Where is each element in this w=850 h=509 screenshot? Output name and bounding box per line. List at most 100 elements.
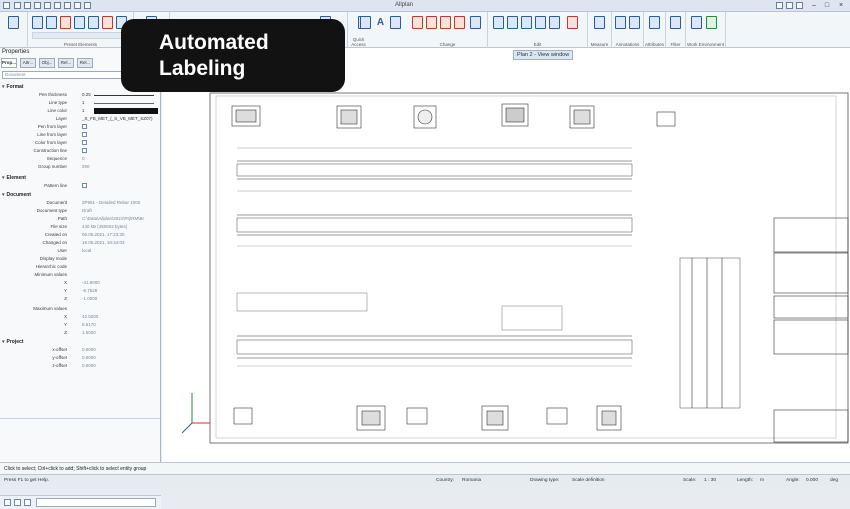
settings-icon[interactable] <box>786 2 793 9</box>
label-icon[interactable] <box>615 16 626 29</box>
print-icon[interactable] <box>44 2 51 9</box>
property-row[interactable]: Y-6.7628 <box>0 287 160 295</box>
customize-quick-access-icon[interactable] <box>84 2 91 9</box>
construction-line-checkbox[interactable] <box>82 148 87 154</box>
preset-layer-icon[interactable] <box>74 16 85 29</box>
property-row[interactable]: Color from layer <box>0 139 160 147</box>
property-row[interactable]: X-41.8000 <box>0 279 160 287</box>
match-icon[interactable] <box>24 499 31 506</box>
tab-attributes[interactable]: Attr... <box>20 58 36 68</box>
length-value[interactable]: m <box>760 478 764 483</box>
tab-objects[interactable]: Obj... <box>39 58 55 68</box>
pattern-line-checkbox[interactable] <box>82 183 87 189</box>
work-environment-icon[interactable] <box>691 16 702 29</box>
move-icon[interactable] <box>507 16 518 29</box>
preset-hatch-icon[interactable] <box>88 16 99 29</box>
attributes-icon[interactable] <box>649 16 660 29</box>
new-file-icon[interactable] <box>14 2 21 9</box>
change-format-icon[interactable] <box>440 16 451 29</box>
preset-line-icon[interactable] <box>46 16 57 29</box>
text-icon[interactable]: A <box>376 17 385 28</box>
property-row[interactable]: Line from layer <box>0 131 160 139</box>
angle-value[interactable]: 0.000 <box>806 478 819 483</box>
property-row[interactable]: Pattern line <box>0 182 160 190</box>
section-project[interactable]: Project <box>2 338 160 346</box>
rotate-icon[interactable] <box>535 16 546 29</box>
redo-icon[interactable] <box>64 2 71 9</box>
paste-icon[interactable] <box>549 16 560 29</box>
drawing-canvas[interactable] <box>162 48 850 462</box>
panel-bottom-toolbar <box>0 495 161 509</box>
panel-combo[interactable] <box>36 498 156 507</box>
separate-icon[interactable] <box>470 16 481 29</box>
copy-icon[interactable] <box>493 16 504 29</box>
filter-icon[interactable] <box>670 16 681 29</box>
pen-from-layer-checkbox[interactable] <box>82 124 87 130</box>
color-from-layer-checkbox[interactable] <box>82 140 87 146</box>
mirror-icon[interactable] <box>521 16 532 29</box>
line-from-layer-checkbox[interactable] <box>82 132 87 138</box>
modify-icon[interactable] <box>412 16 423 29</box>
property-row[interactable]: Pen from layer <box>0 123 160 131</box>
tab-relations-2[interactable]: Rel... <box>77 58 93 68</box>
measure-icon[interactable] <box>594 16 605 29</box>
scale-value[interactable]: 1 : 30 <box>704 478 717 483</box>
property-row[interactable]: Z-1.0000 <box>0 295 160 303</box>
help-icon[interactable] <box>776 2 783 9</box>
section-element[interactable]: Element <box>2 174 160 182</box>
zoom-icon[interactable] <box>74 2 81 9</box>
maximize-button[interactable]: □ <box>824 2 830 9</box>
tab-relations-1[interactable]: Rel... <box>58 58 74 68</box>
property-value: -6.7628 <box>82 288 98 293</box>
undo-icon[interactable] <box>54 2 61 9</box>
preset-color-icon[interactable] <box>60 16 71 29</box>
tab-properties[interactable]: Prop... <box>1 58 17 68</box>
app-menu-icon[interactable] <box>3 2 10 9</box>
preset-format-icon[interactable] <box>102 16 113 29</box>
close-button[interactable]: × <box>838 2 844 9</box>
draw-line-icon[interactable] <box>360 16 371 29</box>
section-document[interactable]: Document <box>2 191 160 199</box>
edit-icon[interactable] <box>4 499 11 506</box>
section-format[interactable]: Format <box>2 83 160 91</box>
property-row[interactable]: Construction line <box>0 147 160 155</box>
stretch-icon[interactable] <box>454 16 465 29</box>
copy-format-icon[interactable] <box>14 499 21 506</box>
property-row[interactable]: Layer_S_FB_MET_(_S_VB_MET_SZ07) <box>0 115 160 123</box>
dimension-icon[interactable] <box>390 16 401 29</box>
property-value: 1 <box>82 108 85 113</box>
info-icon[interactable] <box>796 2 803 9</box>
open-file-icon[interactable] <box>24 2 31 9</box>
select-tool-icon[interactable] <box>8 16 19 29</box>
save-icon[interactable] <box>34 2 41 9</box>
drawing-type-value[interactable]: Scale definition <box>572 478 605 483</box>
preset-dropdown[interactable] <box>32 32 129 39</box>
country-value[interactable]: Romania <box>462 478 482 483</box>
preset-pen-icon[interactable] <box>32 16 43 29</box>
property-row[interactable]: Display mode <box>0 255 160 263</box>
minimize-button[interactable]: – <box>812 2 816 9</box>
workspace-icon[interactable] <box>706 16 717 29</box>
change-attribute-icon[interactable] <box>426 16 437 29</box>
property-row[interactable]: Hierarchic code <box>0 263 160 271</box>
delete-icon[interactable] <box>567 16 578 29</box>
annotation-icon[interactable] <box>629 16 640 29</box>
